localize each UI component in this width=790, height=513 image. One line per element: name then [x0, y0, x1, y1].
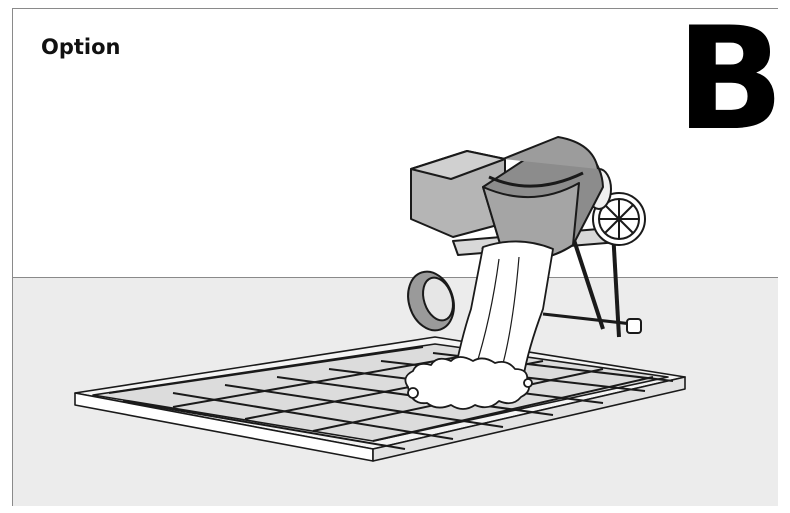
option-label: Option — [41, 35, 121, 59]
formwork-frame-icon — [75, 337, 685, 461]
pour-scene — [13, 9, 778, 506]
option-letter: B — [676, 9, 778, 151]
illustration-frame: Option B — [12, 8, 778, 506]
